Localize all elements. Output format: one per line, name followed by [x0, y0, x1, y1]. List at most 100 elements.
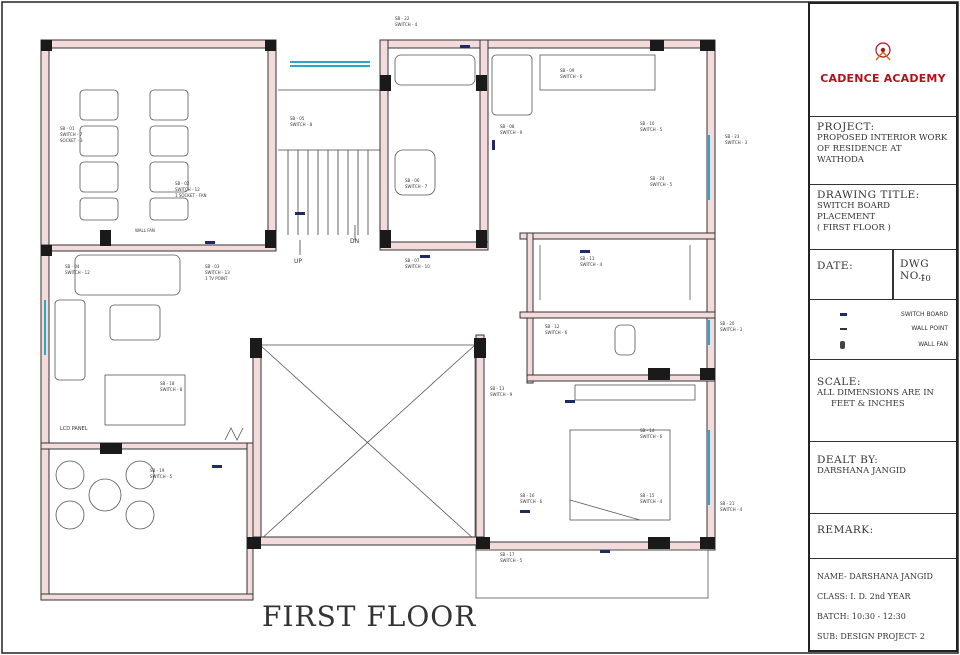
remark-section: REMARK:: [810, 514, 956, 559]
svg-text:SB - 07: SB - 07: [405, 258, 420, 263]
svg-text:SB - 06: SB - 06: [405, 178, 420, 183]
scale-label: SCALE:: [817, 376, 861, 388]
bathroom-fixtures: [394, 54, 696, 521]
project-line-1: PROPOSED INTERIOR WORK: [817, 133, 948, 143]
legend-label: SWITCH BOARD: [901, 311, 948, 318]
scale-line-1: ALL DIMENSIONS ARE IN: [817, 388, 934, 398]
svg-text:SWITCH - 4: SWITCH - 4: [640, 499, 663, 504]
svg-text:SWITCH - 6: SWITCH - 6: [560, 74, 583, 79]
lcd-panel-label: LCD PANEL: [60, 426, 88, 432]
svg-text:SB - 19: SB - 19: [150, 468, 165, 473]
legend-label: WALL POINT: [911, 325, 948, 332]
svg-text:SB - 12: SB - 12: [545, 324, 560, 329]
project-line-2: OF RESIDENCE AT WATHODA: [817, 144, 902, 165]
svg-text:SWITCH - 9: SWITCH - 9: [490, 392, 513, 397]
legend-wall-point: WALL POINT: [810, 322, 956, 336]
svg-text:SWITCH - 5: SWITCH - 5: [500, 558, 523, 563]
legend-section: SWITCH BOARD WALL POINT WALL FAN: [810, 300, 956, 360]
project-label: PROJECT:: [817, 121, 875, 133]
date-dwg-section: DATE: DWG NO.: 10: [810, 250, 956, 300]
legend-label: WALL FAN: [918, 341, 948, 348]
remark-label: REMARK:: [817, 524, 874, 536]
svg-text:SB - 02: SB - 02: [175, 181, 190, 186]
svg-text:SB - 11: SB - 11: [580, 256, 595, 261]
svg-text:SB - 18: SB - 18: [160, 381, 175, 386]
dealt-by-name: DARSHANA JANGID: [817, 466, 906, 476]
student-subject: SUB: DESIGN PROJECT- 2: [817, 632, 925, 641]
svg-text:SWITCH - 4: SWITCH - 4: [580, 262, 603, 267]
svg-text:SWITCH - 9: SWITCH - 9: [500, 130, 523, 135]
svg-text:SWITCH - 6: SWITCH - 6: [545, 330, 568, 335]
svg-text:SB - 10: SB - 10: [640, 121, 655, 126]
dwg-no-value: 10: [920, 274, 931, 284]
svg-text:SWITCH - 6: SWITCH - 6: [520, 499, 543, 504]
svg-text:SWITCH - 10: SWITCH - 10: [405, 264, 430, 269]
academy-name: CADENCE ACADEMY: [820, 72, 946, 85]
svg-text:SB - 01: SB - 01: [60, 126, 75, 131]
scale-section: SCALE: ALL DIMENSIONS ARE IN FEET & INCH…: [810, 360, 956, 442]
svg-text:SB - 24: SB - 24: [650, 176, 665, 181]
svg-text:SOCKET - 3: SOCKET - 3: [60, 138, 83, 143]
svg-text:SWITCH - 4: SWITCH - 4: [395, 22, 418, 27]
drawing-title-section: DRAWING TITLE: SWITCH BOARD PLACEMENT ( …: [810, 185, 956, 250]
svg-text:SB - 15: SB - 15: [640, 493, 655, 498]
theatre-seats: [79, 89, 189, 221]
middle-block-walls: [379, 39, 716, 551]
student-name: NAME- DARSHANA JANGID: [817, 572, 933, 581]
svg-text:SB - 20: SB - 20: [720, 321, 735, 326]
drawing-title-label: DRAWING TITLE:: [817, 189, 920, 201]
svg-text:SWITCH - 6: SWITCH - 6: [640, 434, 663, 439]
drawing-title-line-2: ( FIRST FLOOR ): [817, 223, 891, 233]
student-class: CLASS: I. D. 2nd YEAR: [817, 592, 911, 601]
svg-text:SWITCH - 3: SWITCH - 3: [720, 327, 743, 332]
svg-text:SB - 08: SB - 08: [500, 124, 515, 129]
svg-text:SWITCH - 13: SWITCH - 13: [205, 270, 230, 275]
columns: [41, 40, 715, 549]
stair-up-label: UP: [294, 258, 302, 265]
drawing-title-line-1: SWITCH BOARD PLACEMENT: [817, 201, 890, 222]
dwg-no-label: DWG NO.:: [900, 258, 930, 282]
academy-logo-icon: [875, 42, 891, 61]
svg-text:SWITCH - 12: SWITCH - 12: [175, 187, 200, 192]
svg-text:SWITCH - 8: SWITCH - 8: [290, 122, 313, 127]
date-label: DATE:: [817, 260, 854, 272]
svg-text:SB - 22: SB - 22: [395, 16, 410, 21]
legend-wall-fan: WALL FAN: [810, 338, 956, 352]
dealt-by-section: DEALT BY: DARSHANA JANGID: [810, 442, 956, 514]
svg-text:1 SOCKET - FAN: 1 SOCKET - FAN: [175, 193, 207, 198]
svg-text:1 TV POINT: 1 TV POINT: [205, 276, 228, 281]
switch-board-markers: [205, 45, 610, 553]
legend-switch-board: SWITCH BOARD: [810, 308, 956, 322]
scale-line-2: FEET & INCHES: [831, 399, 905, 409]
svg-text:SB - 14: SB - 14: [640, 428, 655, 433]
living-furniture: [54, 254, 244, 530]
svg-text:SB - 16: SB - 16: [520, 493, 535, 498]
svg-text:SWITCH - 3: SWITCH - 3: [725, 140, 748, 145]
staircase: [278, 89, 380, 255]
svg-text:SWITCH - 7: SWITCH - 7: [405, 184, 428, 189]
svg-text:SWITCH - 7: SWITCH - 7: [60, 132, 83, 137]
svg-text:SB - 13: SB - 13: [490, 386, 505, 391]
title-block: CADENCE ACADEMY PROJECT: PROPOSED INTERI…: [808, 2, 958, 652]
project-section: PROJECT: PROPOSED INTERIOR WORK OF RESID…: [810, 117, 956, 185]
floor-title: FIRST FLOOR: [262, 600, 477, 633]
left-block-walls: [40, 39, 277, 601]
student-section: NAME- DARSHANA JANGID CLASS: I. D. 2nd Y…: [810, 559, 956, 650]
svg-text:SB - 04: SB - 04: [65, 264, 80, 269]
dealt-by-label: DEALT BY:: [817, 454, 879, 466]
svg-text:SWITCH - 12: SWITCH - 12: [65, 270, 90, 275]
svg-text:SWITCH - 5: SWITCH - 5: [640, 127, 663, 132]
svg-text:SWITCH - 5: SWITCH - 5: [650, 182, 673, 187]
switch-board-symbol-icon: [840, 311, 847, 318]
svg-text:SB - 23: SB - 23: [725, 134, 740, 139]
svg-text:SWITCH - 4: SWITCH - 4: [720, 507, 743, 512]
svg-text:SB - 05: SB - 05: [290, 116, 305, 121]
wall-fan-symbol-icon: [840, 341, 845, 351]
wall-fan-label: WALL FAN: [135, 228, 155, 233]
svg-text:SWITCH - 8: SWITCH - 8: [160, 387, 183, 392]
svg-text:SB - 09: SB - 09: [560, 68, 575, 73]
svg-text:SB - 21: SB - 21: [720, 501, 735, 506]
windows: [44, 61, 710, 505]
logo-section: CADENCE ACADEMY: [810, 4, 956, 117]
